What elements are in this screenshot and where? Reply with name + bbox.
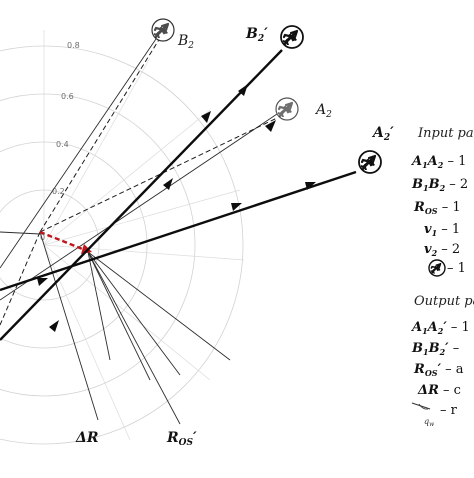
arrowhead (49, 320, 59, 332)
input-row: B1B2 – 2 (411, 177, 468, 193)
label-ros-prime: ROS′ (166, 430, 197, 448)
polar-tick-labels: 0 0.2 0.4 0.6 0.8 (40, 41, 80, 242)
red-dashed-line (39, 230, 86, 252)
line-to-a2 (0, 111, 281, 301)
line-to-b2 (0, 35, 159, 269)
red-arrowhead (81, 244, 92, 254)
output-parameters-panel: Output pa A1A2′ – 1 B1B2′ – ROS′ – a ΔR … (410, 294, 474, 428)
grid-spoke (43, 244, 245, 261)
arrowhead (238, 84, 248, 96)
grid-spoke (43, 244, 131, 441)
aircraft-a2 (275, 97, 299, 121)
dashed-lower (0, 231, 41, 326)
fan-line (87, 251, 111, 361)
output-panel-header: Output pa (414, 294, 474, 309)
line-dr (39, 231, 99, 421)
output-row: A1A2′ – 1 (410, 320, 470, 336)
aircraft-b2-prime (280, 25, 304, 49)
input-row: v1 – 1 (424, 222, 460, 238)
qw-row: – r (440, 403, 458, 418)
dashed-to-a2 (39, 117, 278, 233)
grid-ring-4 (0, 45, 244, 445)
fan-line (87, 251, 151, 381)
label-a2: A2 (314, 102, 332, 120)
trajectory-a (0, 170, 357, 292)
output-row: ROS′ – a (413, 362, 464, 378)
tick-label: 0.8 (67, 41, 80, 50)
input-row: A1A2 – 1 (410, 154, 466, 170)
input-row: v2 – 2 (424, 242, 460, 258)
arrowhead (201, 111, 211, 123)
trajectory-b (0, 49, 283, 341)
qw-symbol-arc (418, 403, 429, 410)
tick-label: 0.4 (56, 140, 69, 149)
grid-spoke (43, 109, 211, 246)
arrowhead (163, 178, 173, 190)
label-b2-prime: B2′ (245, 26, 268, 44)
grid-spoke (43, 244, 211, 381)
output-row: B1B2′ – (411, 341, 459, 357)
line-ros-prime (87, 251, 181, 425)
fan-line (87, 251, 231, 361)
trajectory-arrows (37, 84, 316, 332)
aircraft-b2 (151, 18, 175, 42)
relative-lines (0, 35, 281, 425)
arrowhead (37, 278, 48, 286)
fan-line (87, 251, 181, 376)
diagram-labels: B2 B2′ A2 A2′ ROS′ ΔR (75, 26, 394, 448)
input-row: ROS – 1 (413, 200, 461, 216)
tick-label: 0.6 (61, 92, 74, 101)
arrowhead (231, 203, 242, 211)
input-panel-header: Input par (417, 126, 474, 141)
grid-spoke (43, 57, 151, 246)
tick-label: 0.2 (52, 187, 65, 196)
input-icon-row: – 1 (447, 261, 466, 276)
arrowhead (305, 182, 316, 190)
polar-grid (0, 30, 245, 445)
aircraft-a2-prime (358, 150, 382, 174)
arrowhead (265, 120, 276, 132)
trajectory-lines (0, 49, 357, 341)
tick-label: 0 (40, 233, 45, 242)
delta-r-segment (39, 230, 92, 254)
short-line (0, 231, 41, 235)
dashed-lines (0, 37, 278, 326)
grid-spoke (43, 189, 241, 246)
qw-label: qw (424, 417, 435, 428)
output-row: ΔR – c (417, 383, 461, 398)
label-delta-r: ΔR (75, 430, 99, 446)
grid-ring-3 (0, 93, 196, 397)
dashed-to-b2 (39, 37, 161, 233)
label-a2-prime: A2′ (371, 125, 394, 143)
label-b2: B2 (177, 33, 194, 51)
input-parameters-panel: Input par A1A2 – 1 B1B2 – 2 ROS – 1 v1 –… (410, 126, 474, 277)
